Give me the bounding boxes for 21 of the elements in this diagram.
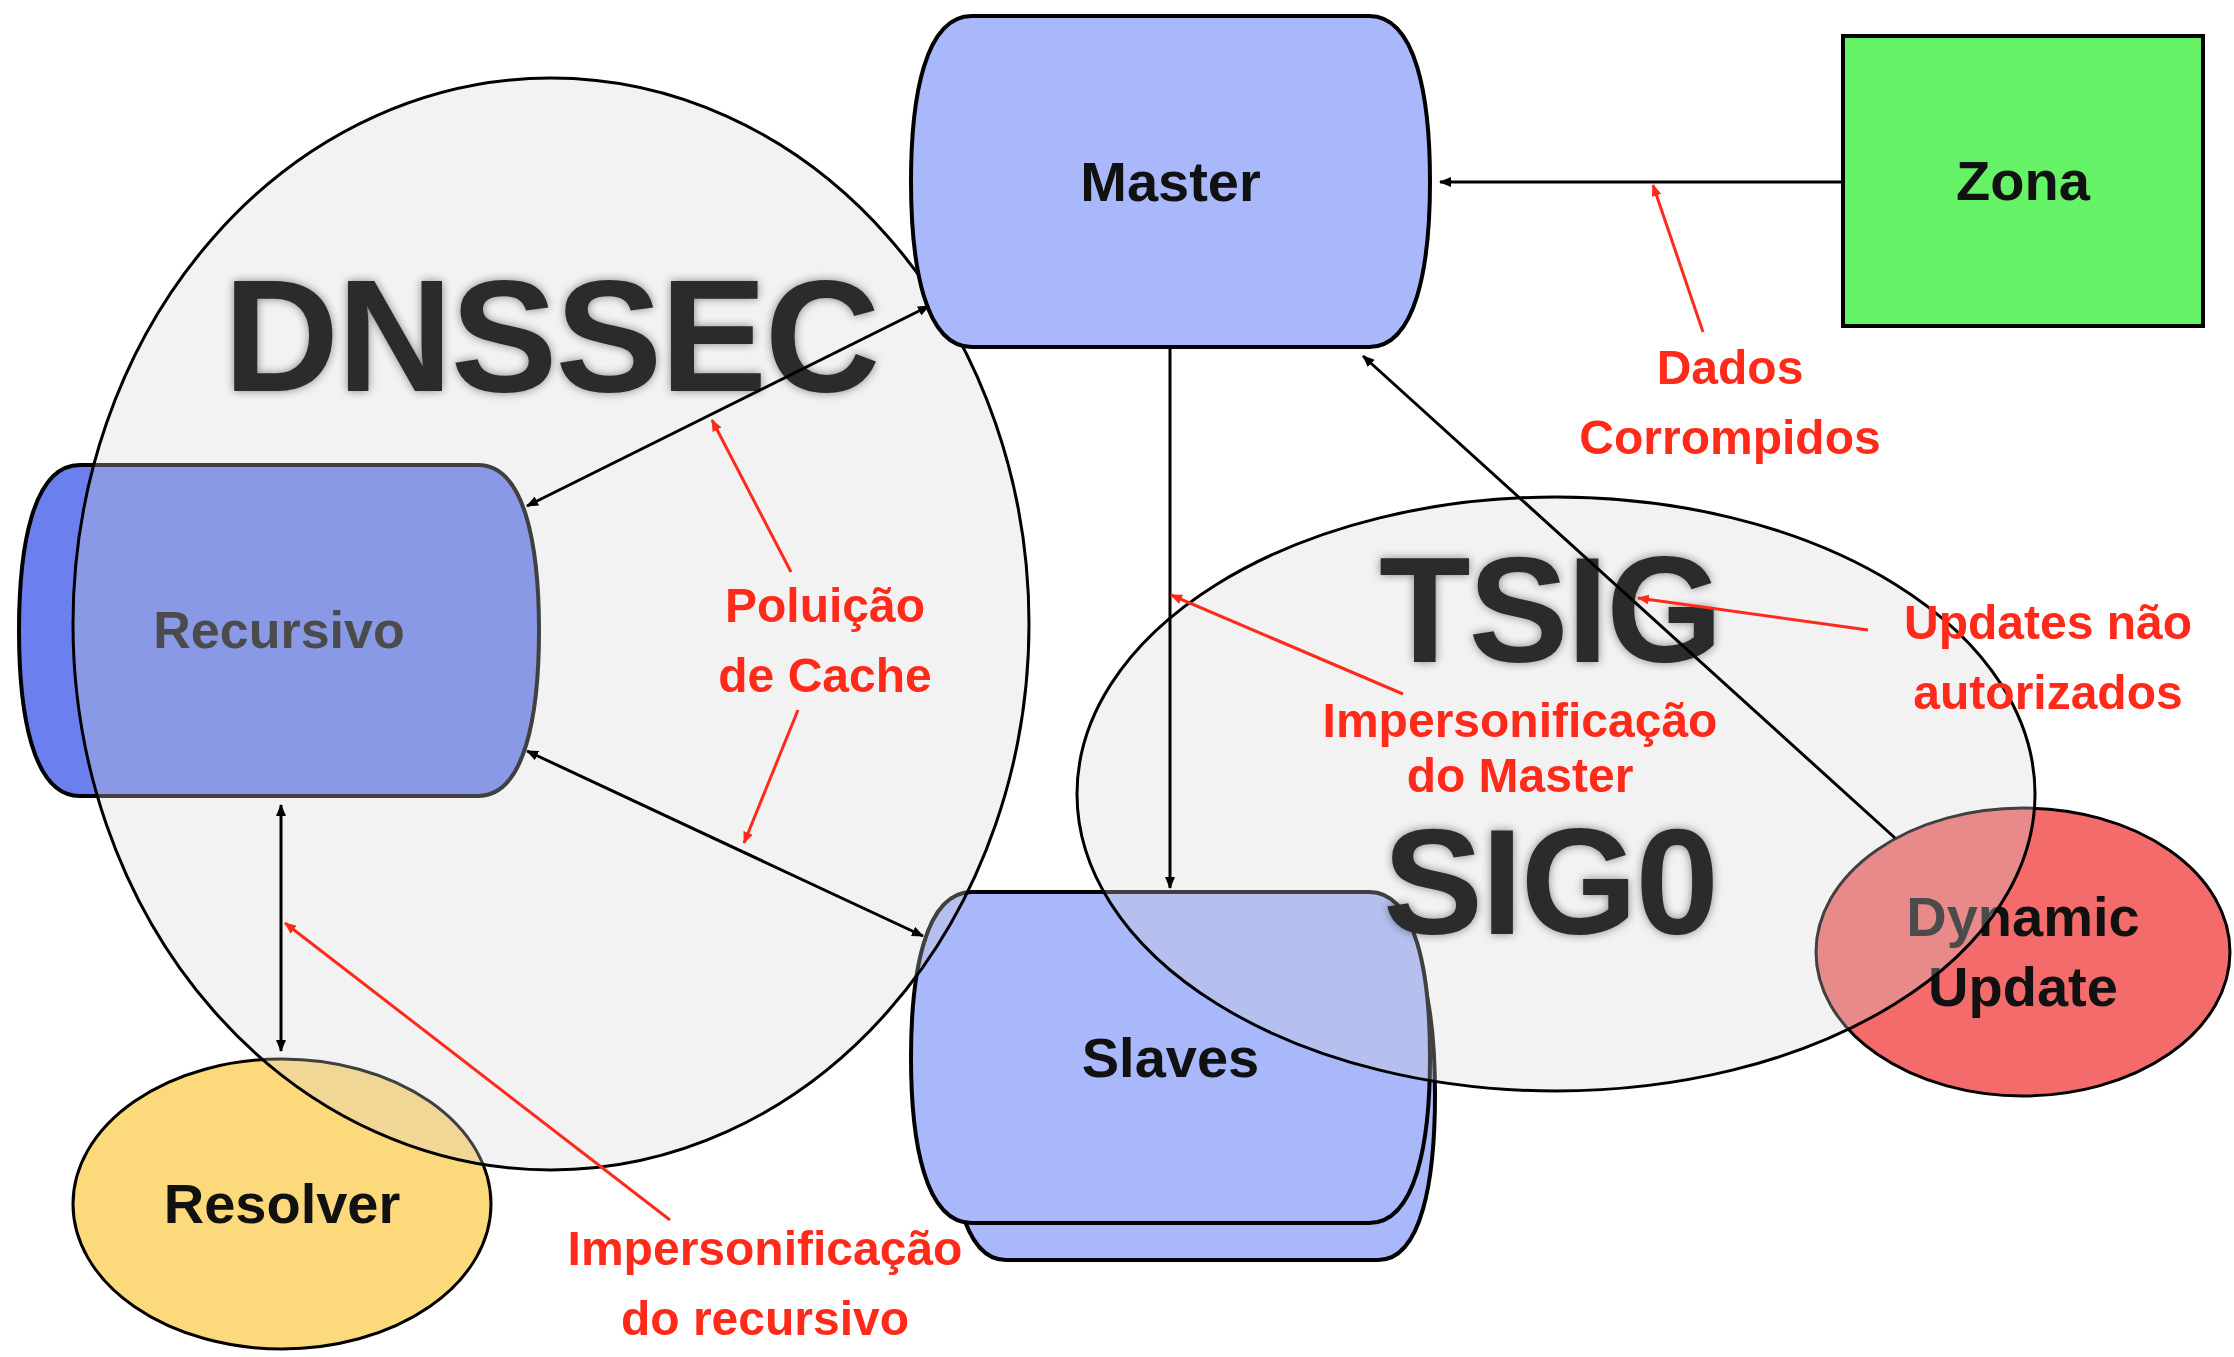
arrow	[1165, 349, 1175, 889]
leader-arrow	[284, 921, 671, 1222]
double-arrow	[276, 804, 286, 1052]
node-label: Resolver	[163, 1171, 401, 1237]
double-arrow	[526, 749, 924, 938]
annotation-text: Dados Corrompidos	[1555, 330, 1905, 475]
annotation-text: Impersonificação do recursivo	[535, 1215, 995, 1353]
node-label: Slaves	[1081, 1024, 1260, 1091]
arrow	[1439, 177, 1841, 187]
node-label: Zona	[1956, 148, 2090, 214]
leader-arrow	[1651, 184, 1705, 333]
node-label: Recursivo	[153, 600, 405, 661]
leader-arrow	[742, 709, 800, 844]
double-arrow	[526, 304, 930, 508]
annotation-text: Impersonificação do Master	[1290, 692, 1750, 804]
leader-arrow	[710, 419, 793, 573]
leader-arrow	[1170, 593, 1404, 696]
region-title: DNSSEC	[222, 251, 880, 421]
annotation-text: Poluição de Cache	[705, 570, 945, 712]
region-title: SIG0	[1382, 807, 1718, 957]
node-label: Master	[1080, 148, 1261, 215]
